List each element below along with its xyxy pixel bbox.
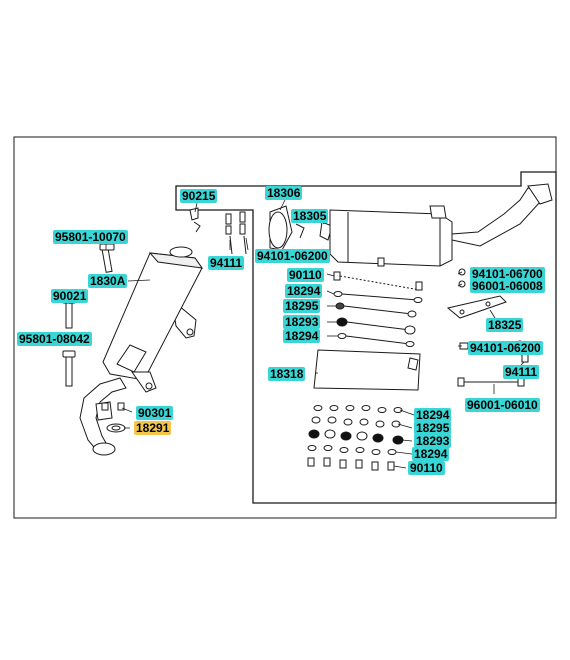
- part-label-18295-a[interactable]: 18295: [283, 299, 321, 313]
- part-label-18294-b[interactable]: 18294: [283, 329, 321, 343]
- part-label-90110-top[interactable]: 90110: [287, 268, 324, 282]
- part-label-96001-06008[interactable]: 96001-06008: [470, 279, 545, 293]
- part-label-90301[interactable]: 90301: [136, 406, 174, 420]
- part-label-18306[interactable]: 18306: [265, 186, 303, 200]
- part-label-18294-d[interactable]: 18294: [412, 447, 450, 461]
- part-label-96001-06010[interactable]: 96001-06010: [465, 398, 540, 412]
- part-label-18294-c[interactable]: 18294: [414, 408, 452, 422]
- part-label-95801-08042[interactable]: 95801-08042: [17, 332, 92, 346]
- part-label-95801-10070[interactable]: 95801-10070: [53, 230, 128, 244]
- part-label-18318[interactable]: 18318: [268, 367, 306, 381]
- part-label-90021[interactable]: 90021: [51, 289, 89, 303]
- heat-shield-18318-drawing: [313, 349, 421, 391]
- part-label-18293-a[interactable]: 18293: [283, 315, 321, 329]
- part-label-1830a[interactable]: 1830A: [88, 274, 128, 288]
- part-label-94101-06200-top[interactable]: 94101-06200: [255, 249, 330, 263]
- right-hardware: [446, 268, 529, 387]
- part-label-90110-bot[interactable]: 90110: [408, 461, 445, 475]
- part-label-18295-b[interactable]: 18295: [414, 421, 452, 435]
- part-label-18293-b[interactable]: 18293: [414, 434, 452, 448]
- part-label-18291[interactable]: 18291: [134, 421, 172, 435]
- muffler-assembly-enclosure: [175, 171, 557, 504]
- part-label-90215[interactable]: 90215: [180, 189, 218, 203]
- muffler-right-drawing: [268, 183, 553, 267]
- part-label-18305[interactable]: 18305: [291, 209, 329, 223]
- grommet-rows: [333, 271, 423, 347]
- part-label-18294-a[interactable]: 18294: [285, 284, 323, 298]
- bottom-grommet-grid: [307, 405, 404, 471]
- part-label-94101-06700[interactable]: 94101-06700: [470, 267, 545, 281]
- part-label-94111-mid[interactable]: 94111: [503, 365, 540, 379]
- part-label-94101-06200-mid[interactable]: 94101-06200: [468, 341, 543, 355]
- part-label-94111-top[interactable]: 94111: [208, 256, 245, 270]
- part-label-18325[interactable]: 18325: [486, 318, 524, 332]
- muffler-1830a-drawing: [79, 246, 204, 456]
